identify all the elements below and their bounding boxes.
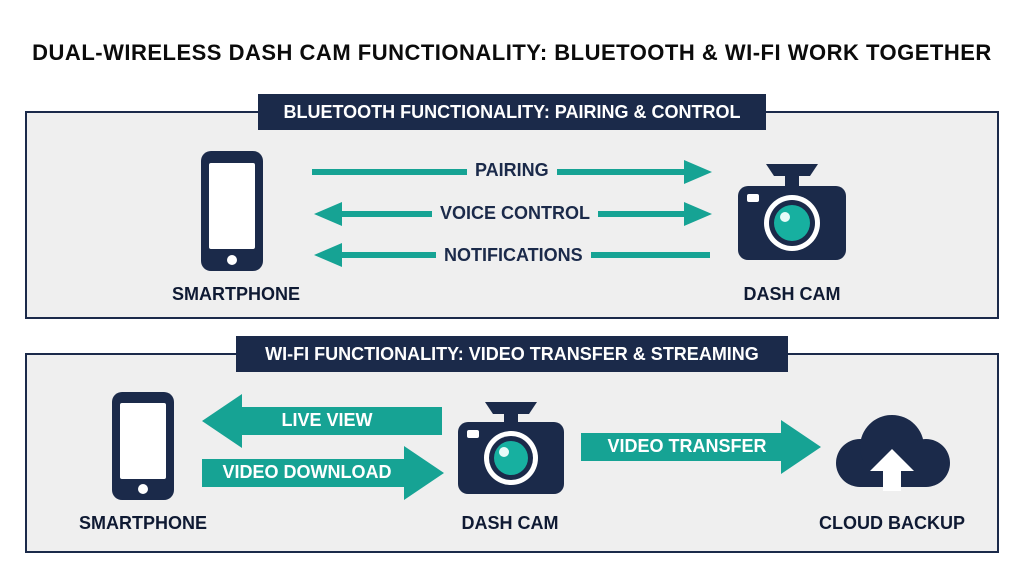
dashcam-label: DASH CAM (743, 284, 841, 304)
video-transfer-label: VIDEO TRANSFER (607, 436, 767, 456)
video-download-label: VIDEO DOWNLOAD (222, 462, 392, 482)
video-download-arrow (202, 446, 444, 505)
bluetooth-banner: BLUETOOTH FUNCTIONALITY: PAIRING & CONTR… (258, 94, 766, 130)
smartphone-icon (199, 149, 265, 278)
video-transfer-arrow (581, 420, 821, 479)
pairing-label: PAIRING (467, 160, 557, 181)
wifi-banner: WI-FI FUNCTIONALITY: VIDEO TRANSFER & ST… (236, 336, 788, 372)
notifications-label: NOTIFICATIONS (436, 245, 591, 266)
smartphone-label: SMARTPHONE (78, 513, 207, 533)
live-view-label: LIVE VIEW (281, 410, 373, 430)
voice-control-label: VOICE CONTROL (432, 203, 599, 224)
live-view-arrow (202, 394, 444, 453)
cloud-upload-icon (830, 413, 954, 498)
cloud-backup-label: CLOUD BACKUP (819, 513, 965, 533)
smartphone-label: SMARTPHONE (171, 284, 300, 304)
diagram-title: DUAL-WIRELESS DASH CAM FUNCTIONALITY: BL… (32, 40, 992, 65)
smartphone-icon (110, 390, 176, 507)
camera-icon (735, 162, 849, 267)
dashcam-label: DASH CAM (461, 513, 559, 533)
camera-icon (456, 400, 566, 501)
